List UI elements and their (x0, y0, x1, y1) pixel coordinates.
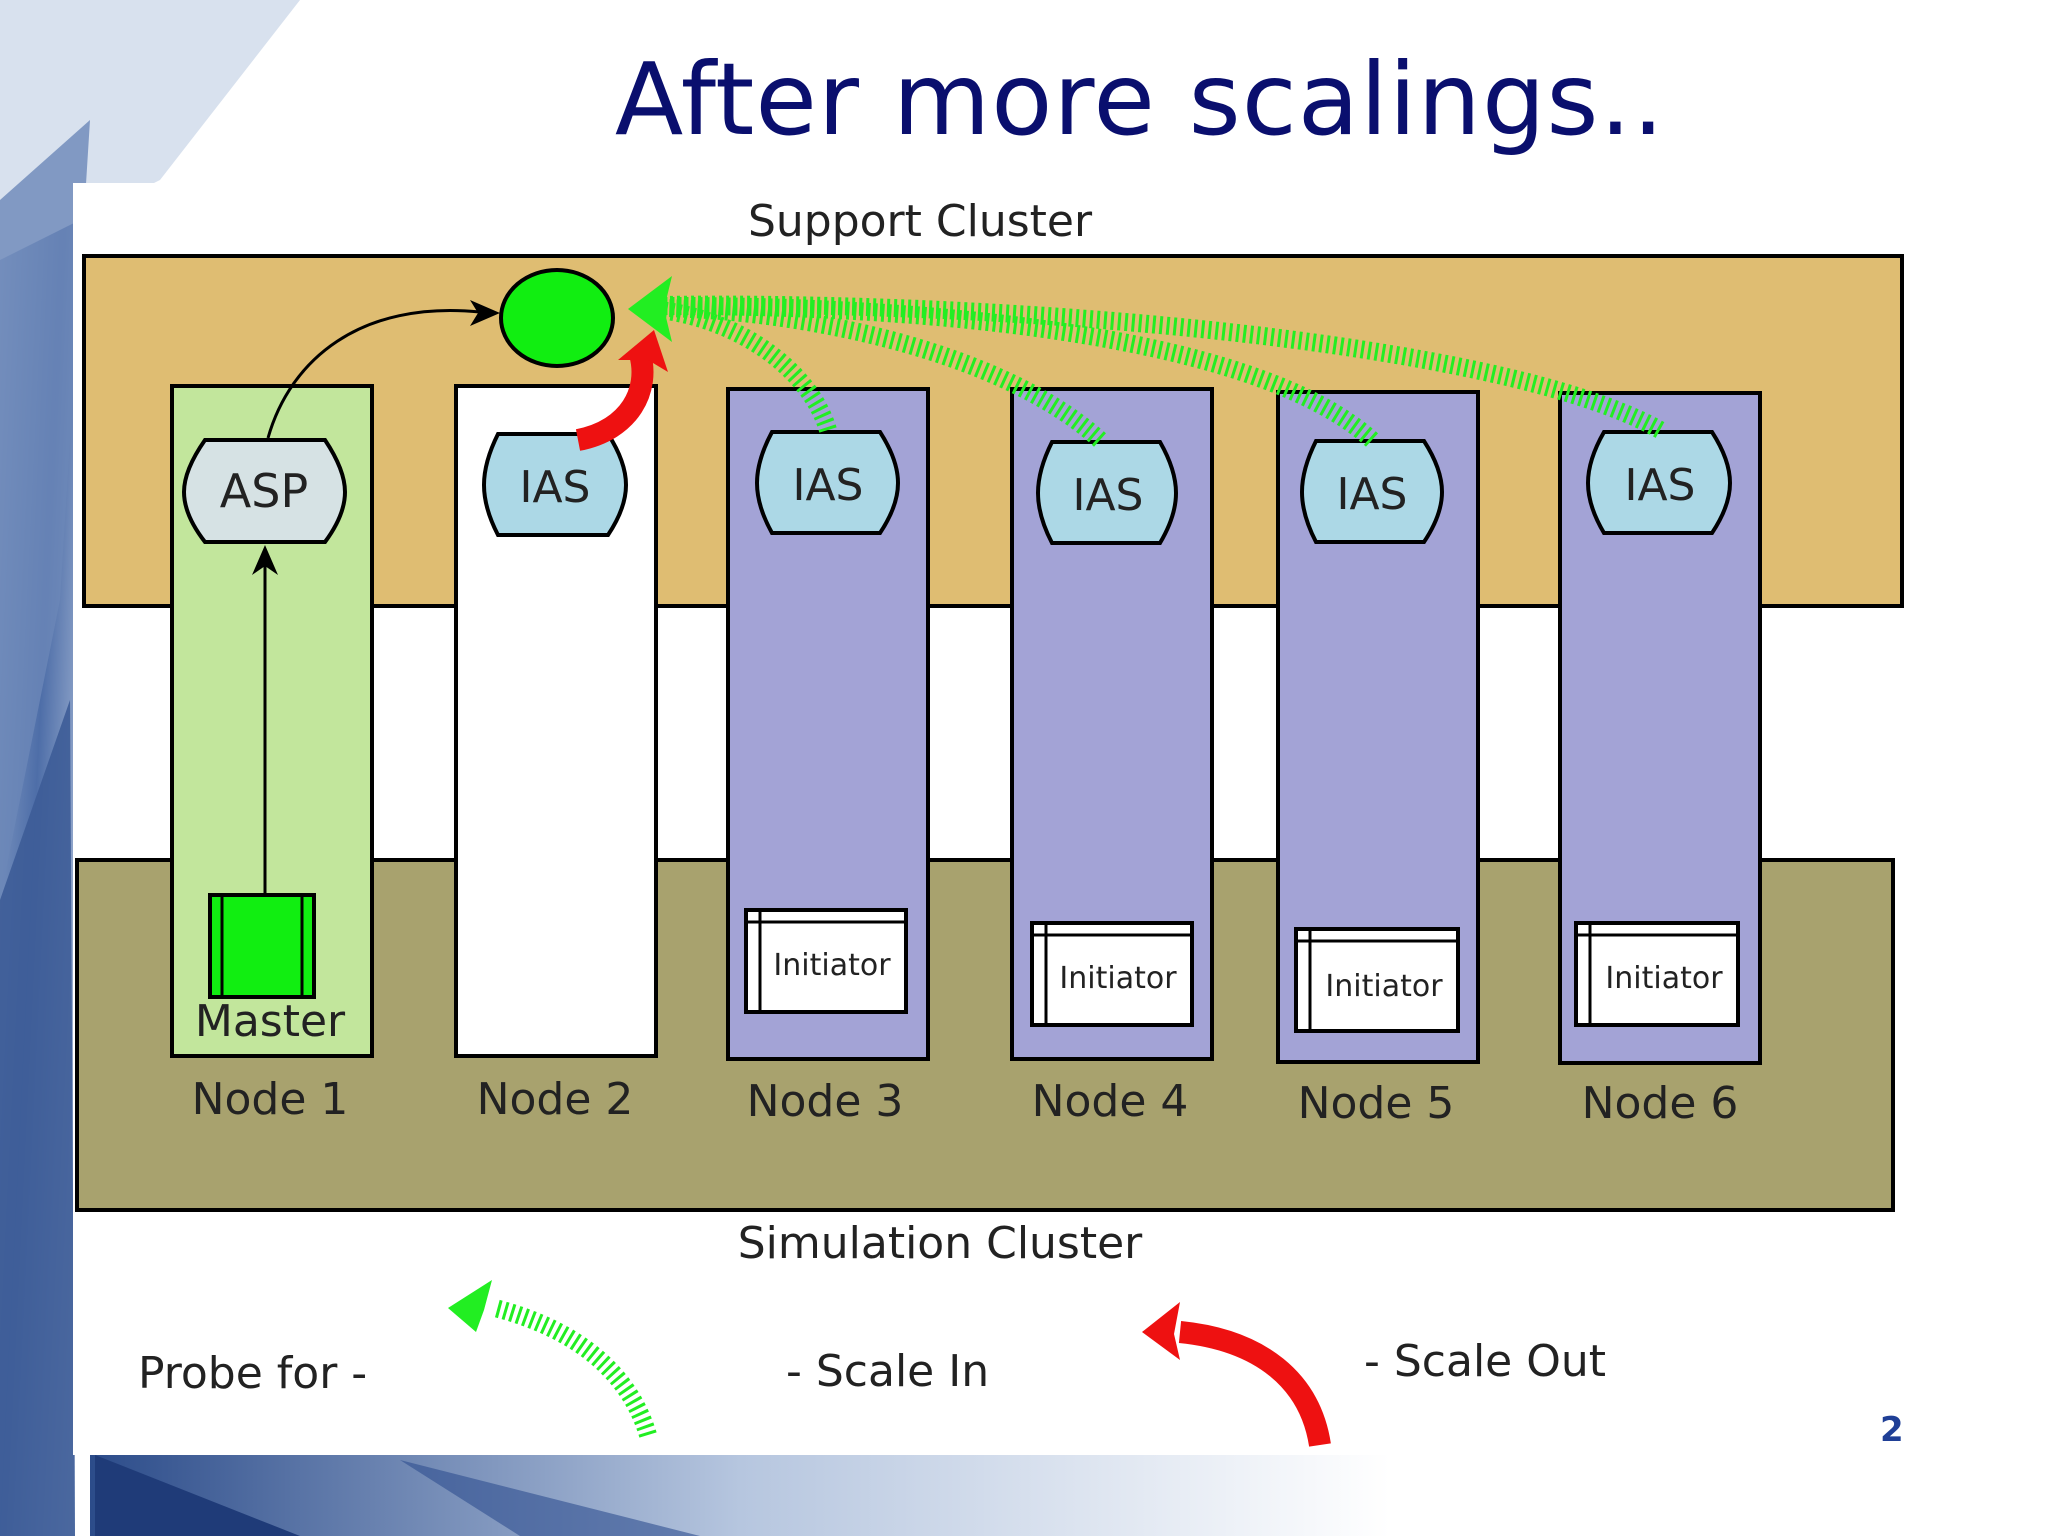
node-2-label: Node 2 (477, 1074, 634, 1125)
legend-scale-out-arrowhead (1142, 1302, 1180, 1360)
node-4-ias-label: IAS (1072, 470, 1143, 521)
node-6-ias-box (1585, 430, 1733, 535)
node-2-ias-label: IAS (519, 462, 590, 513)
legend-probe-label: Probe for - (138, 1348, 367, 1399)
node-1-label: Node 1 (192, 1074, 349, 1125)
asp-label: ASP (220, 464, 308, 518)
legend-scale-in-label: - Scale In (786, 1346, 989, 1397)
node-3-initiator-box (744, 908, 908, 1014)
asp-service-box (181, 438, 348, 544)
node-3-ias-box (754, 430, 901, 535)
scale-out-arrow-node-2 (575, 351, 654, 451)
asp-to-service-arrow (266, 309, 481, 439)
master-to-asp-arrowhead (252, 545, 278, 575)
legend-probe-arrow (492, 1299, 657, 1438)
slide-title: After more scalings.. (614, 41, 1666, 158)
node-5-ias-label: IAS (1336, 469, 1407, 520)
node-3-ias-label: IAS (792, 460, 863, 511)
probe-arrows (658, 295, 1665, 447)
node-6-initiator-label: Initiator (1605, 961, 1723, 996)
node-5-initiator-box (1294, 927, 1460, 1033)
node-2-ias-box (481, 432, 629, 537)
node-5-ias-box (1299, 439, 1445, 544)
simulation-cluster-label: Simulation Cluster (738, 1218, 1143, 1269)
probe-arrow-node-3 (658, 301, 837, 433)
asp-to-service-arrowhead (470, 300, 500, 326)
node-4-initiator-box (1030, 921, 1194, 1027)
legend-scale-out-arrow (1178, 1321, 1331, 1447)
probe-arrowhead (628, 276, 672, 342)
master-process-box (208, 893, 316, 999)
legend-scale-out-label: - Scale Out (1364, 1336, 1606, 1387)
node-3-label: Node 3 (747, 1076, 904, 1127)
probe-arrow-node-5 (659, 296, 1379, 447)
node-4-initiator-label: Initiator (1059, 961, 1177, 996)
page-number: 2 (1880, 1410, 1904, 1450)
master-label: Master (195, 996, 346, 1047)
legend-probe-arrowhead (448, 1280, 492, 1332)
node-5-initiator-label: Initiator (1325, 969, 1443, 1004)
support-service-node (499, 268, 615, 368)
scale-out-arrowhead-node-2 (618, 330, 668, 372)
probe-arrow-node-6 (659, 295, 1665, 438)
support-cluster-label: Support Cluster (748, 196, 1093, 247)
node-4-label: Node 4 (1032, 1076, 1189, 1127)
node-6-initiator-box (1574, 921, 1740, 1027)
node-5-label: Node 5 (1298, 1078, 1455, 1129)
node-3-initiator-label: Initiator (773, 948, 891, 983)
node-6-ias-label: IAS (1624, 460, 1695, 511)
node-4-ias-box (1035, 440, 1179, 545)
node-6-label: Node 6 (1582, 1078, 1739, 1129)
